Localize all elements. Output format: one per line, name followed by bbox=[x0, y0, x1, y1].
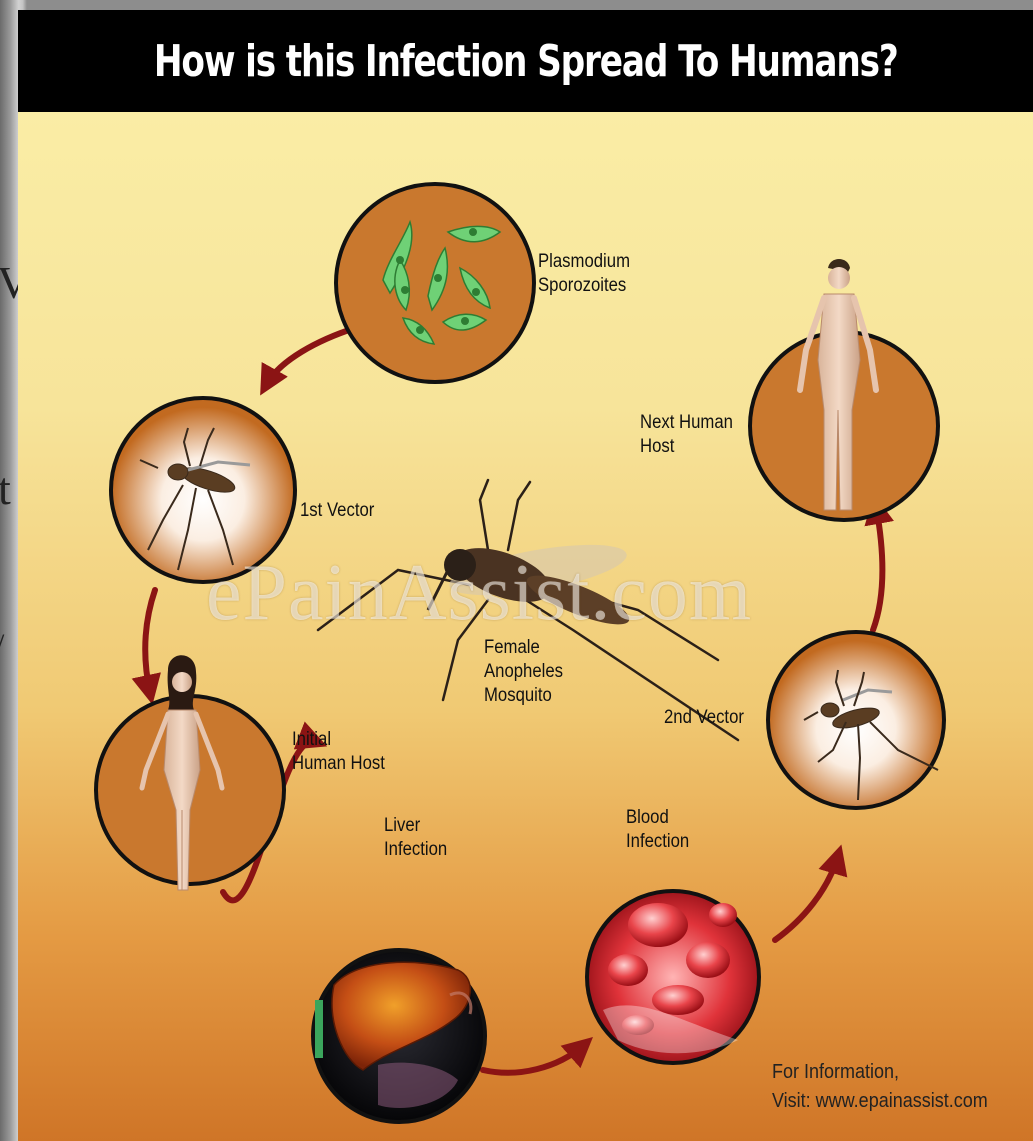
footer-info: For Information, Visit: www.epainassist.… bbox=[772, 1058, 988, 1116]
initial-host-circle bbox=[96, 655, 284, 890]
label-second-vector: 2nd Vector bbox=[664, 706, 744, 730]
arrow-liver-to-blood bbox=[483, 1045, 584, 1073]
liver-circle bbox=[313, 950, 485, 1122]
sporozoites-circle bbox=[336, 184, 534, 382]
label-blood: Blood Infection bbox=[626, 806, 689, 854]
label-mosquito: Female Anopheles Mosquito bbox=[484, 636, 563, 708]
second-vector-circle bbox=[768, 632, 944, 808]
infographic-card: How is this Infection Spread To Humans? bbox=[18, 10, 1033, 1141]
label-liver: Liver Infection bbox=[384, 814, 447, 862]
label-sporozoites: Plasmodium Sporozoites bbox=[538, 250, 630, 298]
blood-circle bbox=[587, 891, 759, 1063]
footer-line-1: For Information, bbox=[772, 1058, 988, 1087]
arrow-vector-to-next-host bbox=[873, 506, 882, 630]
label-initial-host: Initial Human Host bbox=[292, 728, 385, 776]
label-first-vector: 1st Vector bbox=[300, 499, 374, 523]
side-text-t: t bbox=[0, 466, 11, 512]
side-text-slash: / bbox=[0, 630, 4, 660]
arrow-blood-to-vector bbox=[775, 856, 838, 940]
footer-line-2: Visit: www.epainassist.com bbox=[772, 1087, 988, 1116]
arrow-vector-to-initial-host bbox=[145, 590, 155, 693]
watermark: ePainAssist.com bbox=[206, 548, 752, 639]
arrow-sporozoites-to-vector bbox=[266, 328, 355, 385]
label-next-host: Next Human Host bbox=[640, 411, 733, 459]
next-host-circle bbox=[750, 259, 938, 520]
